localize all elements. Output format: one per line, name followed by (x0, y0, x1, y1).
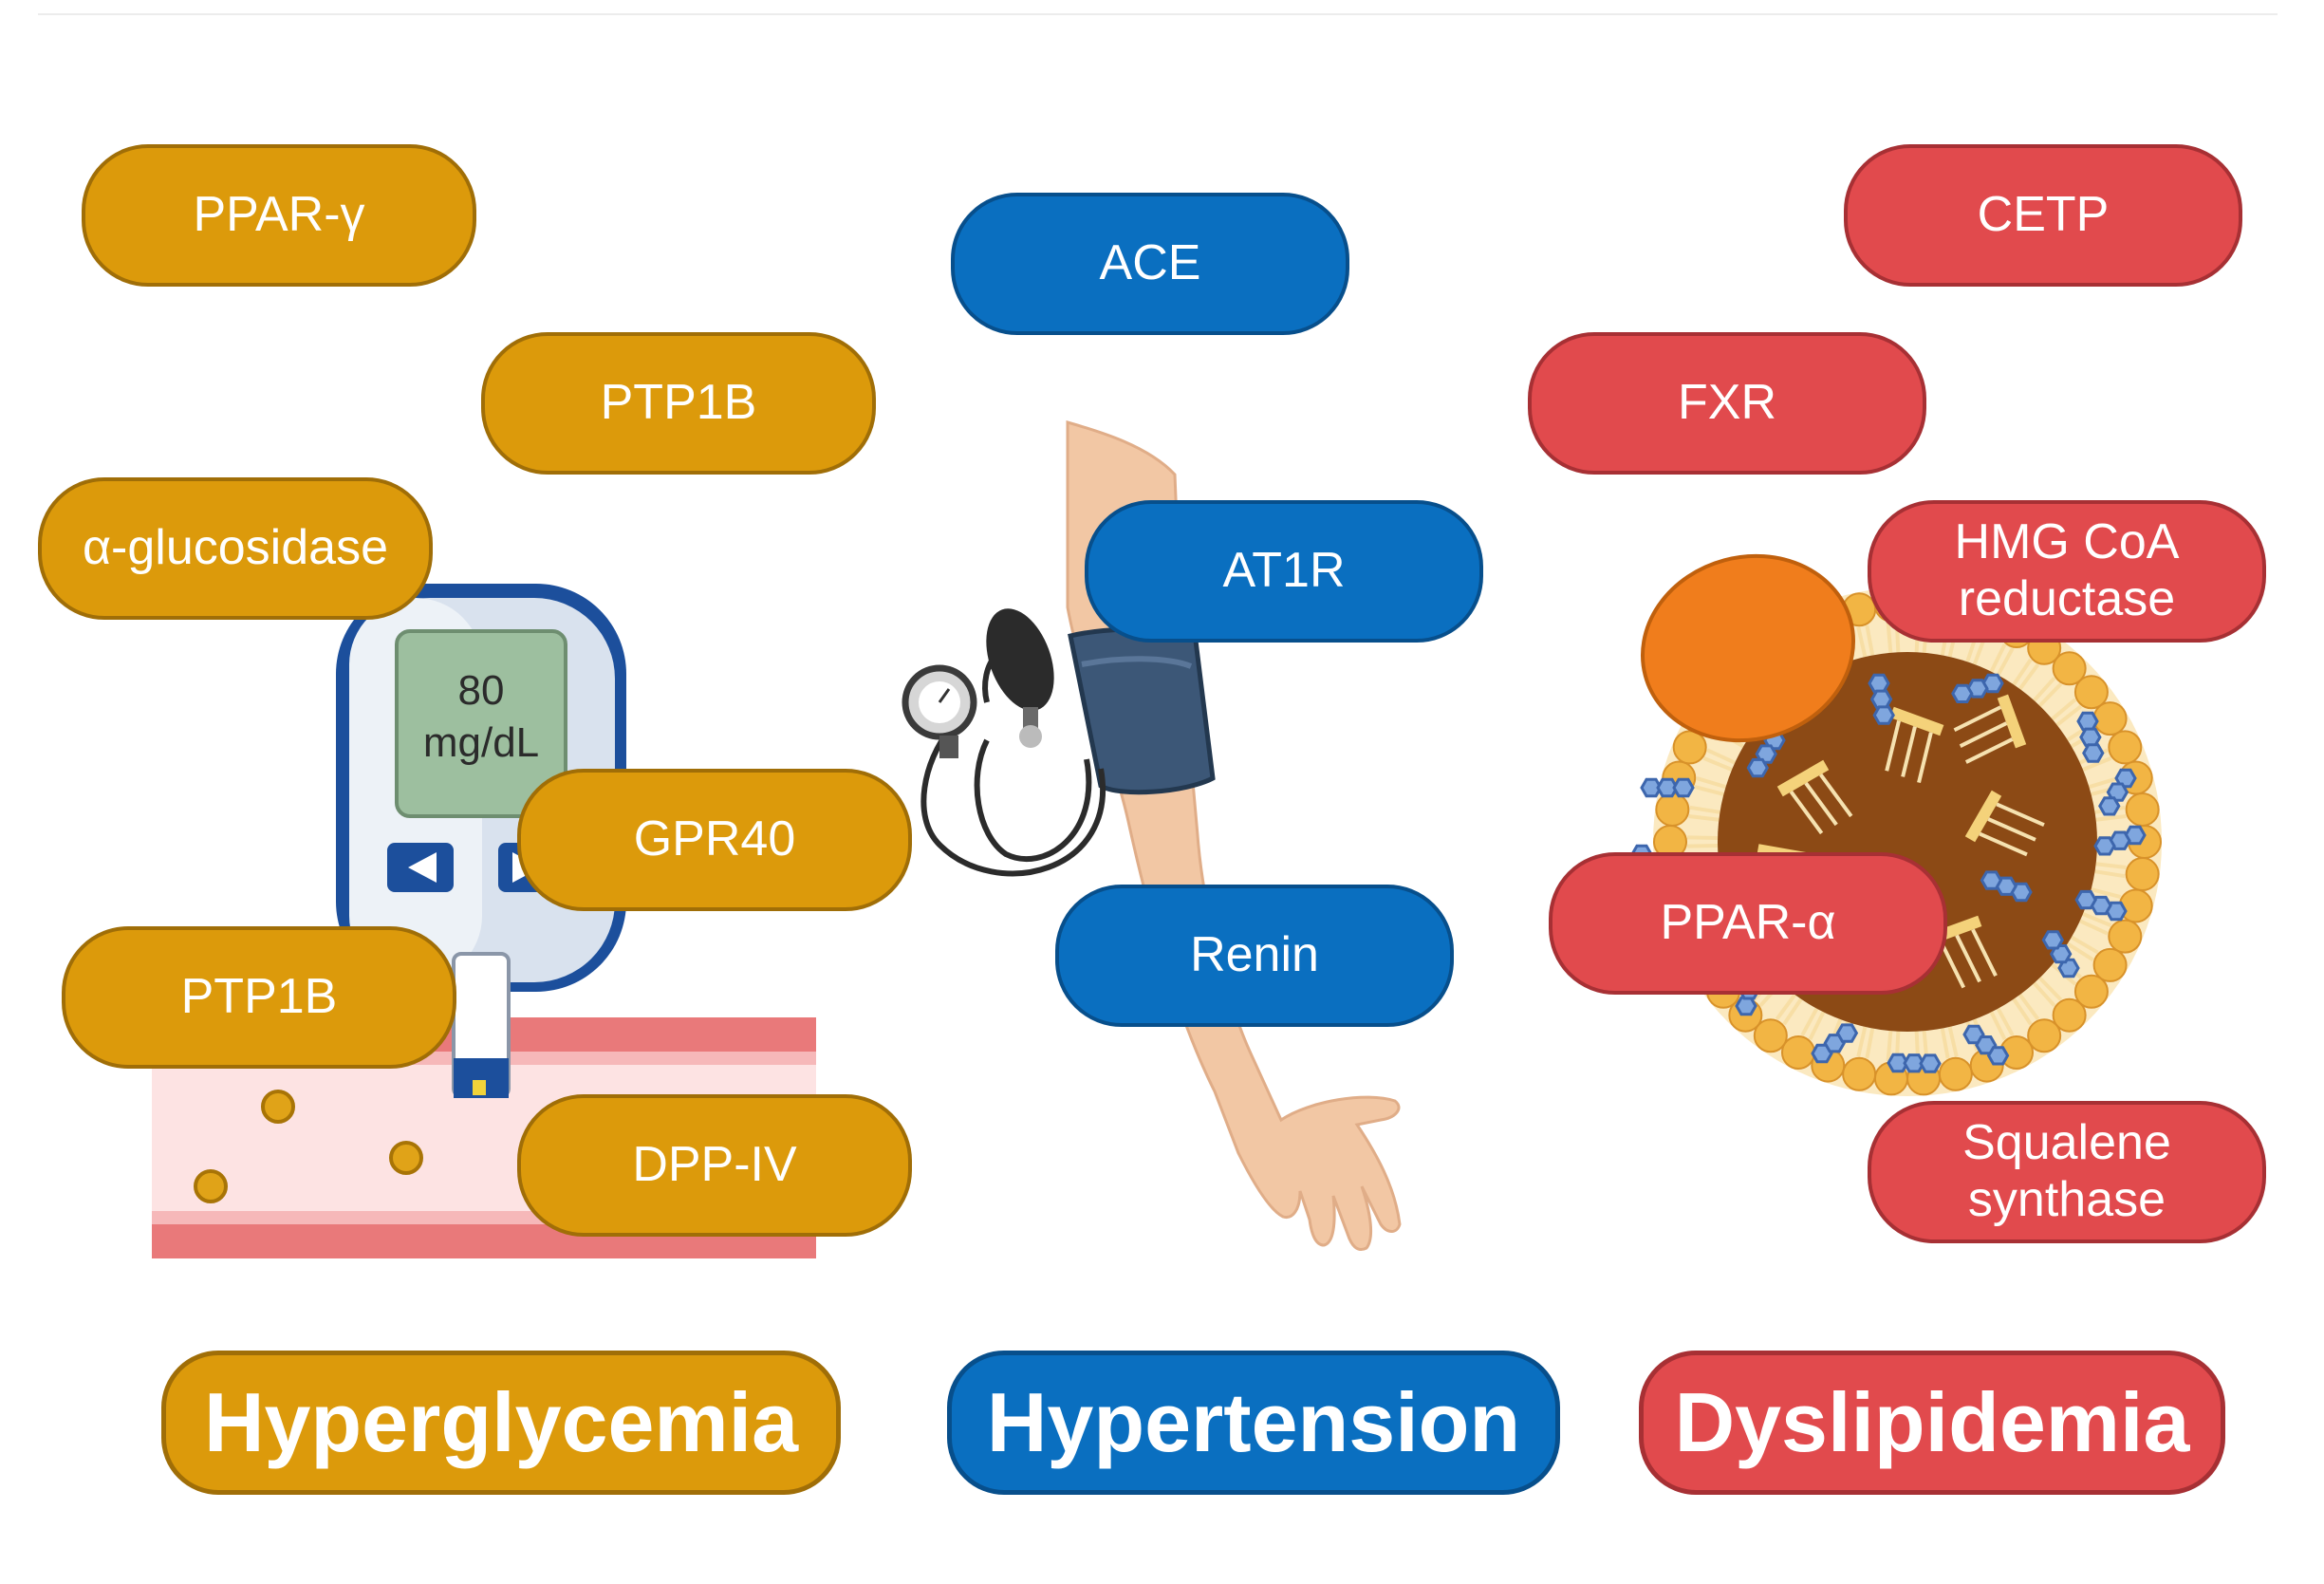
target-ptp1b-upper: PTP1B (481, 332, 876, 475)
category-dyslipidemia: Dyslipidemia (1639, 1351, 2225, 1495)
top-divider (38, 13, 2278, 15)
target-ace: ACE (951, 193, 1349, 335)
target-ppar-alpha: PPAR-α (1549, 852, 1947, 995)
glucose-molecule-icon (261, 1090, 295, 1124)
target-gpr40: GPR40 (517, 769, 912, 911)
category-hyperglycemia: Hyperglycemia (161, 1351, 841, 1495)
meter-unit: mg/dL (422, 719, 540, 766)
meter-value: 80 (457, 667, 505, 714)
glucose-molecule-icon (389, 1141, 423, 1175)
target-renin: Renin (1055, 885, 1454, 1027)
target-hmg-coa-reductase: HMG CoA reductase (1868, 500, 2266, 643)
target-dpp-iv: DPP-IV (517, 1094, 912, 1237)
glucose-meter-reading: 80 mg/dL (396, 664, 567, 769)
glucose-molecule-icon (194, 1169, 228, 1203)
target-squalene-synthase: Squalene synthase (1868, 1101, 2266, 1243)
target-fxr: FXR (1528, 332, 1926, 475)
target-ptp1b-lower: PTP1B (62, 926, 456, 1069)
target-ppar-gamma: PPAR-γ (82, 144, 476, 287)
target-alpha-glucosidase: α-glucosidase (38, 477, 433, 620)
target-cetp: CETP (1844, 144, 2242, 287)
target-at1r: AT1R (1085, 500, 1483, 643)
category-hypertension: Hypertension (947, 1351, 1560, 1495)
